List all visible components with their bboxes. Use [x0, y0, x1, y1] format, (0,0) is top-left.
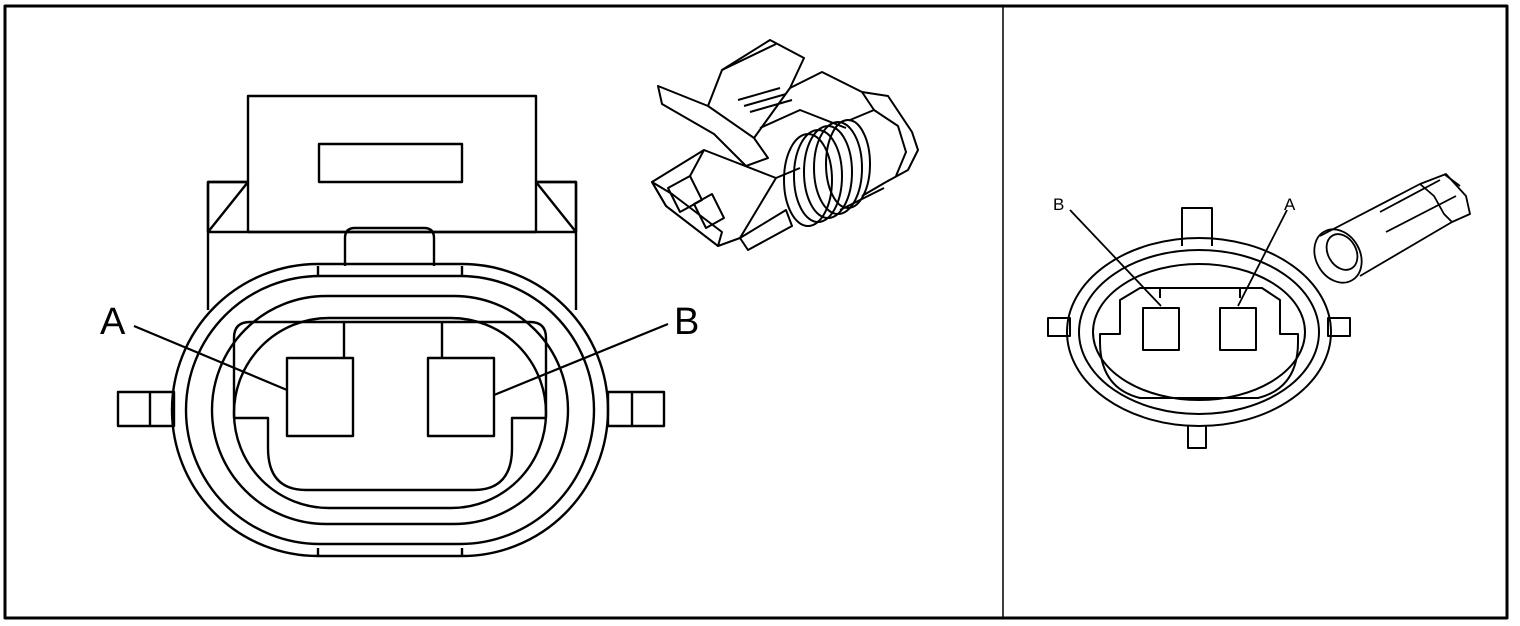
- right-terminal-b: [1142, 307, 1180, 351]
- connector-terminal-3d-icon: [1313, 173, 1471, 284]
- left-pin-b-label: B: [674, 301, 699, 343]
- connector-3d-icon: [651, 39, 919, 251]
- right-pin-a-label: A: [1284, 195, 1296, 214]
- left-terminal-a: [285, 356, 355, 438]
- right-pin-b-label: B: [1053, 195, 1064, 214]
- right-terminal-a: [1219, 307, 1257, 351]
- left-leader-b: [493, 322, 669, 397]
- left-connector-face-icon: [116, 94, 666, 558]
- left-pin-a-label: A: [100, 301, 126, 343]
- left-leader-a: [133, 324, 288, 392]
- right-leader-a: [1237, 209, 1288, 307]
- right-connector-face-icon: [1047, 207, 1351, 449]
- left-terminal-b: [426, 356, 496, 438]
- diagram-frame: [3, 4, 1509, 620]
- right-leader-b: [1069, 209, 1162, 307]
